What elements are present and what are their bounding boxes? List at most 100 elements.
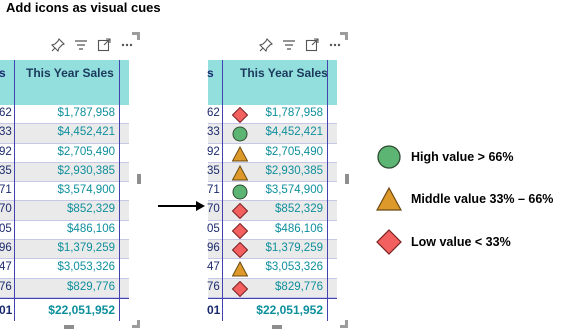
row-prefix: 76 [0,280,12,293]
table-row[interactable]: 35$2,930,385 [0,162,129,183]
table-row[interactable]: 92 $2,705,490 [0,144,129,163]
table-total-row: 01 $22,051,952 [0,297,129,321]
sales-value: $4,452,421 [57,126,115,139]
more-options-icon[interactable] [120,38,134,52]
table-row[interactable]: 33$4,452,421 [207,124,337,144]
table-row[interactable]: 47 $3,053,326 [0,259,129,279]
row-prefix: 92 [0,145,12,158]
table-visual-after[interactable]: s This Year Sales 62 $1,787,958 33$4,452,4… [207,32,349,329]
table-total-row: 01 $22,051,952 [207,297,337,321]
sales-value: $3,053,326 [57,261,115,274]
resize-handle-bottom[interactable] [272,325,282,329]
pin-icon[interactable] [259,38,273,52]
table-row[interactable]: 35$2,930,385 [207,162,337,183]
row-prefix: 33 [207,126,220,139]
visual-toolbar [51,34,134,56]
legend-label-high: High value > 66% [411,150,514,164]
column-divider [119,60,120,321]
row-prefix: 96 [207,242,220,255]
filter-icon[interactable] [282,38,296,52]
more-options-icon[interactable] [328,38,342,52]
green-circle-icon [232,126,248,142]
row-prefix: 35 [0,164,12,177]
row-prefix: 71 [0,184,12,197]
column-header-this-year-sales[interactable]: This Year Sales [26,66,114,80]
legend-item-middle: Middle value 33% – 66% [376,186,582,214]
legend-label-low: Low value < 33% [411,235,511,249]
legend-label-middle: Middle value 33% – 66% [411,192,554,206]
legend-item-high: High value > 66% [376,144,582,172]
gold-triangle-icon [232,145,248,162]
table-row[interactable]: 96 $1,379,259 [0,240,129,260]
transform-arrow-icon [158,201,205,211]
focus-mode-icon[interactable] [305,38,319,52]
row-prefix: 70 [0,203,12,216]
sales-value: $2,705,490 [265,145,323,158]
table-row[interactable]: 76 $829,776 [207,278,337,298]
row-prefix: 05 [0,222,12,235]
table-row[interactable]: 76 $829,776 [0,278,129,298]
red-diamond-icon [232,203,248,220]
red-diamond-icon [232,280,248,297]
sales-value: $3,053,326 [265,261,323,274]
column-divider [222,60,223,321]
table-row[interactable]: 96$1,379,259 [207,240,337,260]
table-row[interactable]: 47$3,053,326 [207,259,337,279]
total-prefix: 01 [0,302,13,317]
table-row[interactable]: 33$4,452,421 [0,124,129,144]
pin-icon[interactable] [51,38,65,52]
red-diamond-icon [232,242,248,259]
table-row[interactable]: 05$486,106 [207,221,337,241]
sales-value: $1,787,958 [265,107,323,119]
sales-value: $1,787,958 [57,107,115,119]
resize-corner-top[interactable] [340,32,348,40]
table-row[interactable]: 62$1,787,958 [0,105,129,125]
resize-corner-bottom[interactable] [340,320,348,328]
sales-value: $1,379,259 [57,242,115,255]
table-row[interactable]: 05 $486,106 [0,221,129,241]
resize-handle-bottom[interactable] [64,325,74,329]
sales-value: $486,106 [67,222,115,235]
resize-handle-right[interactable] [137,174,141,184]
gold-triangle-icon [376,186,402,211]
sales-table: s This Year Sales 62 $1,787,958 33$4,452,4… [207,60,337,321]
table-row[interactable]: 70$852,329 [0,201,129,221]
table-row[interactable]: 71$3,574,900 [0,182,129,202]
gold-triangle-icon [232,164,248,181]
column-divider [327,60,328,321]
table-row[interactable]: 71 $3,574,900 [207,182,337,202]
row-prefix: 62 [207,107,220,119]
table-row[interactable]: 62 $1,787,958 [207,105,337,125]
red-diamond-icon [376,229,402,255]
total-value: $22,051,952 [48,302,115,317]
sales-value: $3,574,900 [265,184,323,197]
resize-corner-bottom[interactable] [132,320,140,328]
sales-value: $829,776 [275,280,323,293]
table-header: s This Year Sales [0,60,129,105]
sales-value: $829,776 [67,280,115,293]
sales-value: $2,705,490 [57,145,115,158]
filter-icon[interactable] [74,38,88,52]
total-prefix: 01 [207,302,221,317]
row-prefix: 47 [0,261,12,274]
row-prefix: 96 [0,242,12,255]
table-row[interactable]: 70$852,329 [207,201,337,221]
row-prefix: 76 [207,280,220,293]
visual-toolbar [259,34,342,56]
sales-value: $852,329 [275,203,323,216]
column-header-this-year-sales[interactable]: This Year Sales [240,66,328,80]
resize-corner-top[interactable] [132,32,140,40]
focus-mode-icon[interactable] [97,38,111,52]
row-prefix: 71 [207,184,220,197]
table-row[interactable]: 92$2,705,490 [207,144,337,163]
row-prefix: 05 [207,222,220,235]
resize-handle-right[interactable] [345,174,349,184]
table-header: s This Year Sales [207,60,337,105]
green-circle-icon [377,145,401,169]
row-prefix: 35 [207,164,220,177]
column-divider [14,60,15,321]
